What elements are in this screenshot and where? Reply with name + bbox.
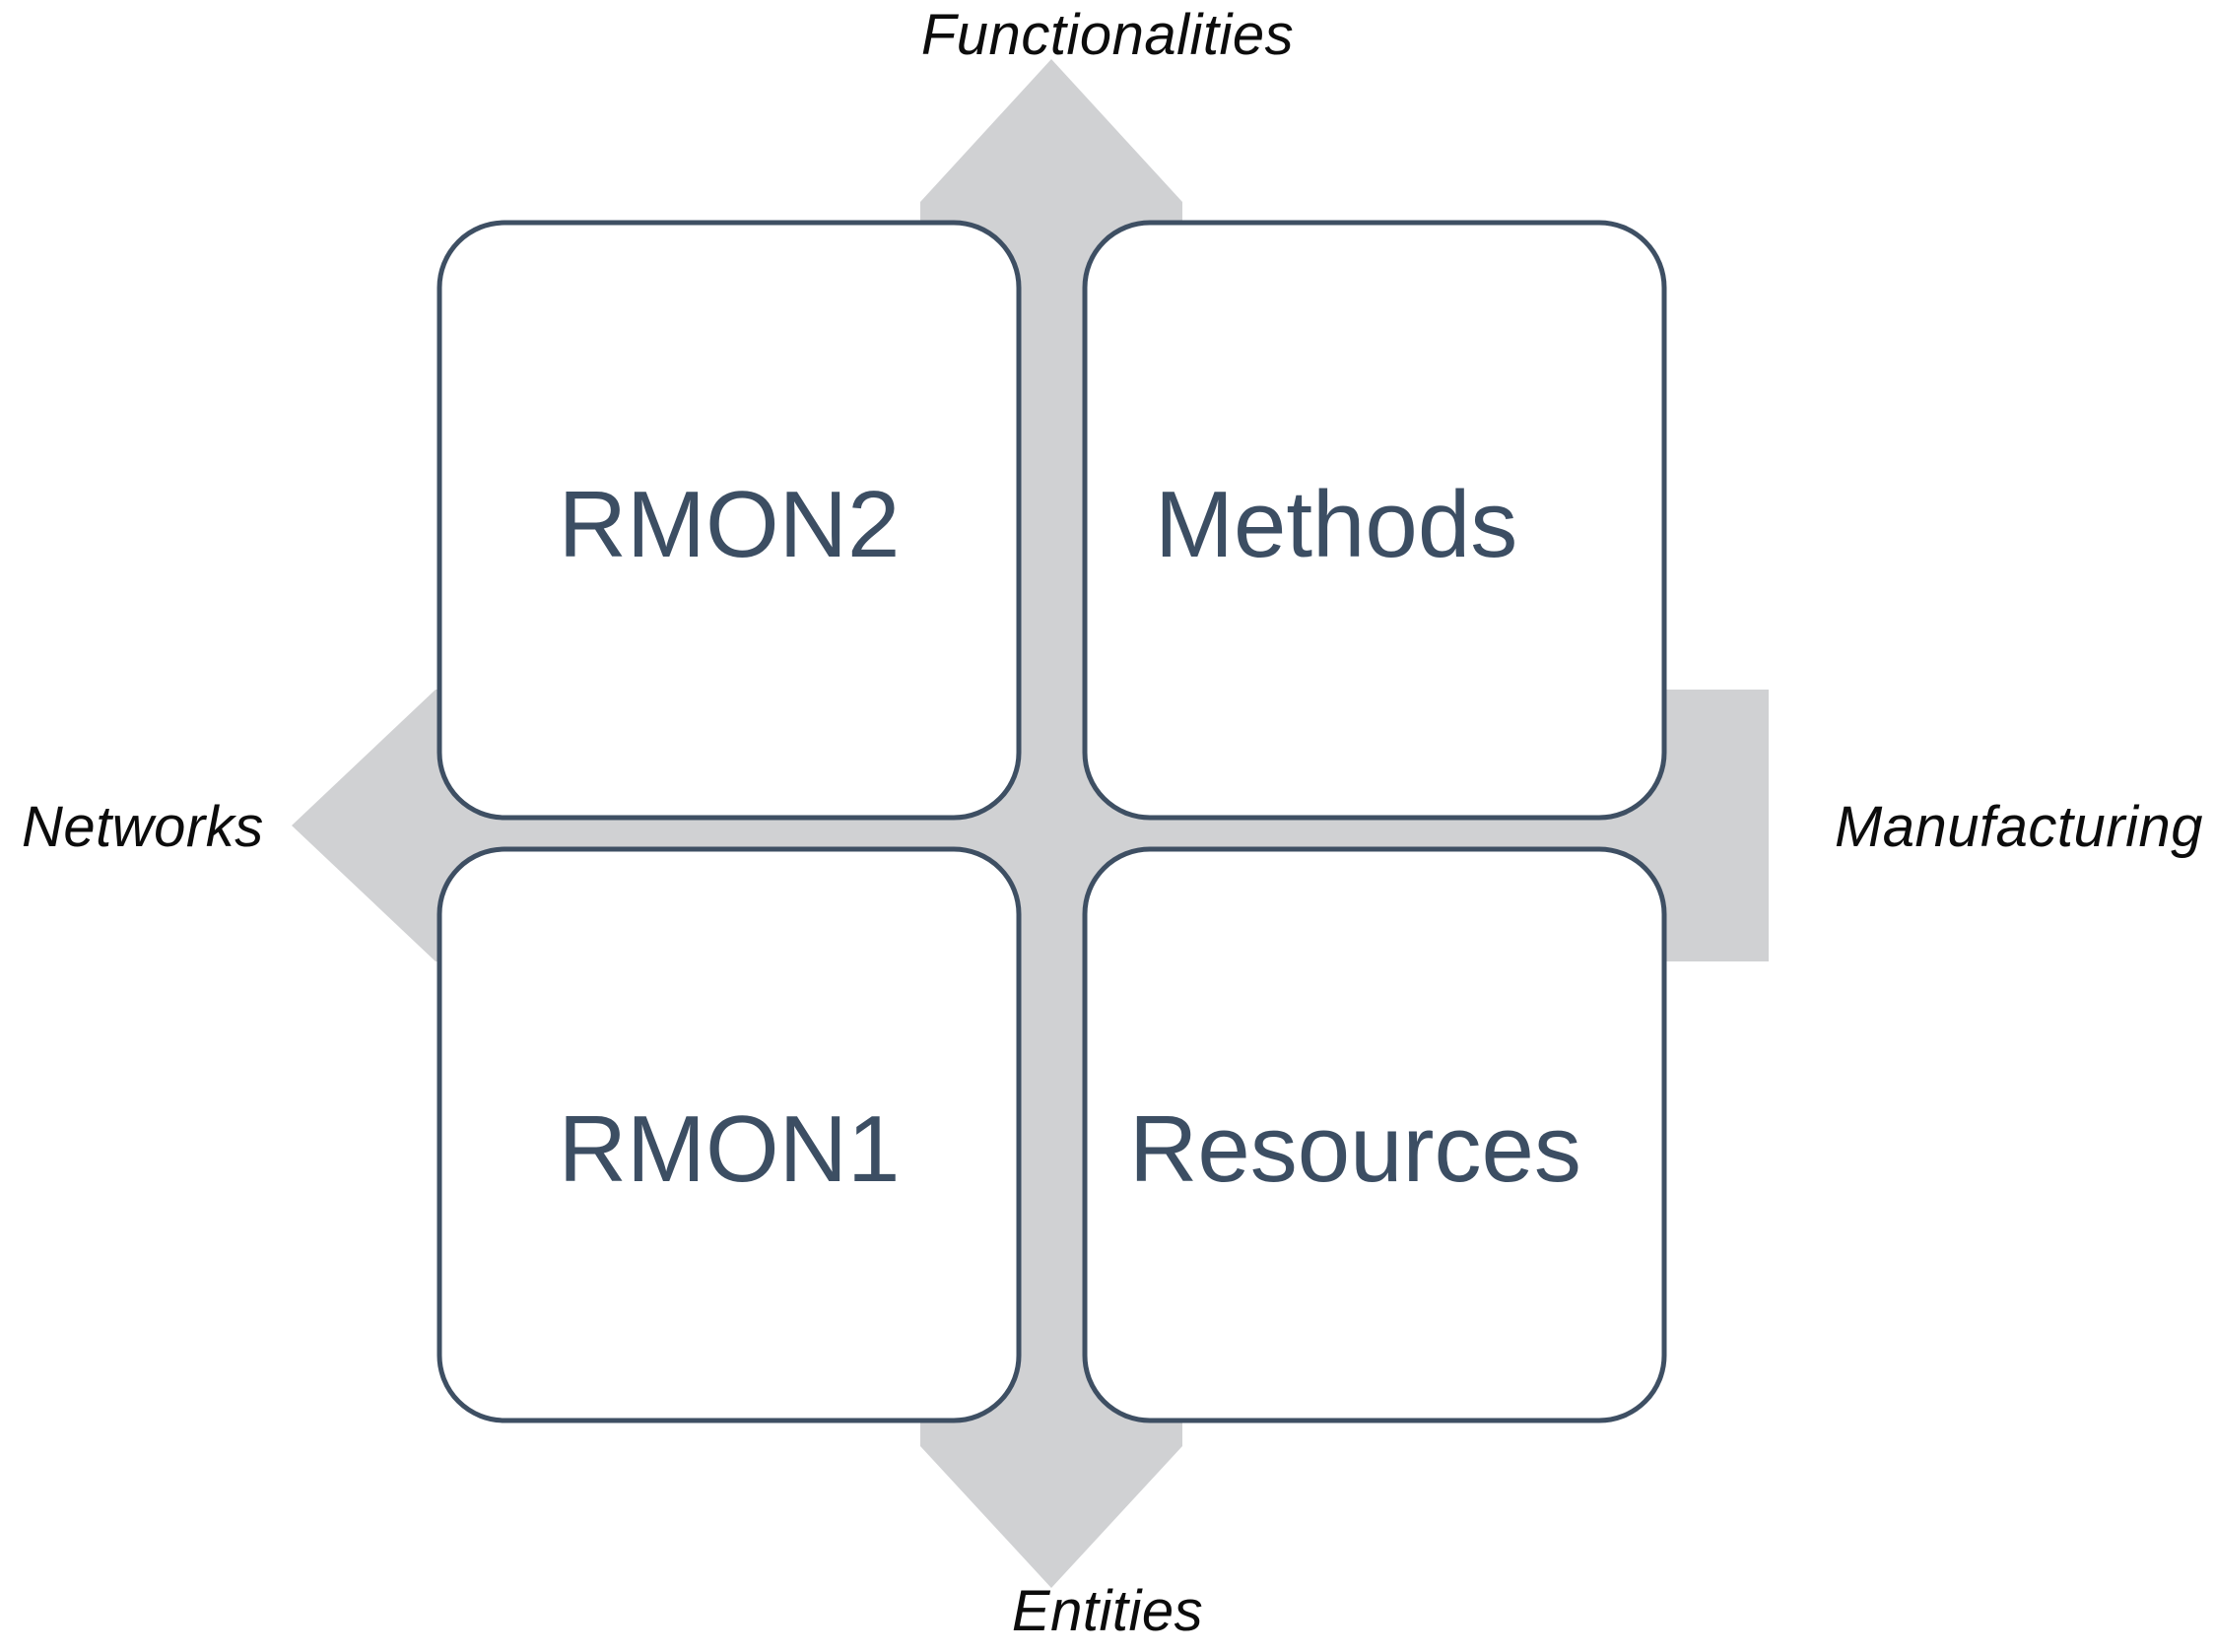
quadrant-box-top-right[interactable] bbox=[1082, 220, 1667, 821]
quadrant-label-top-right: Methods bbox=[1155, 472, 1518, 577]
quadrant-box-bottom-right[interactable] bbox=[1082, 846, 1667, 1423]
axis-label-top: Functionalities bbox=[920, 3, 1295, 67]
quadrant-box-top-left[interactable] bbox=[436, 220, 1022, 821]
quadrant-label-top-left: RMON2 bbox=[558, 472, 901, 577]
quadrant-label-bottom-right: Resources bbox=[1129, 1096, 1581, 1202]
axis-label-bottom: Entities bbox=[1011, 1579, 1204, 1643]
quadrant-box-bottom-left[interactable] bbox=[436, 846, 1022, 1423]
quadrant-label-bottom-left: RMON1 bbox=[558, 1096, 901, 1202]
axis-label-left: Networks bbox=[22, 795, 264, 859]
axis-label-right: Manufacturing bbox=[1834, 795, 2203, 859]
